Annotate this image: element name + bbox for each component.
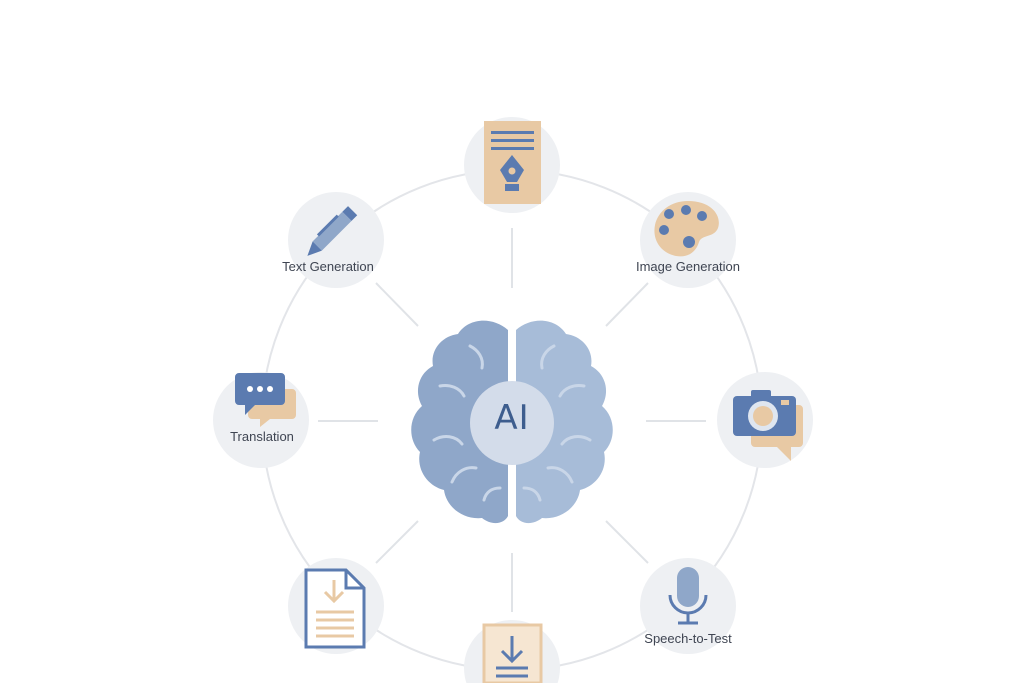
chat-bubbles-icon [235,373,296,427]
node-label-speech-to-text: Speech-to-Test [644,631,732,646]
microphone-icon [668,567,708,625]
node-text-generation-circle[interactable] [288,192,384,288]
document-download-icon [304,568,366,649]
node-label-text-generation: Text Generation [282,259,374,274]
ai-center-label: AI [494,398,530,438]
node-label-translation: Translation [230,429,294,444]
download-doc-icon [482,623,543,683]
palette-icon [654,201,719,257]
camera-chat-icon [733,390,803,461]
ai-hub-circle[interactable] [470,381,554,465]
brain-icon [411,320,613,524]
node-label-image-generation: Image Generation [636,259,740,274]
document-pen-icon [484,121,541,204]
connectors [318,228,706,612]
pen-icon [307,206,358,256]
